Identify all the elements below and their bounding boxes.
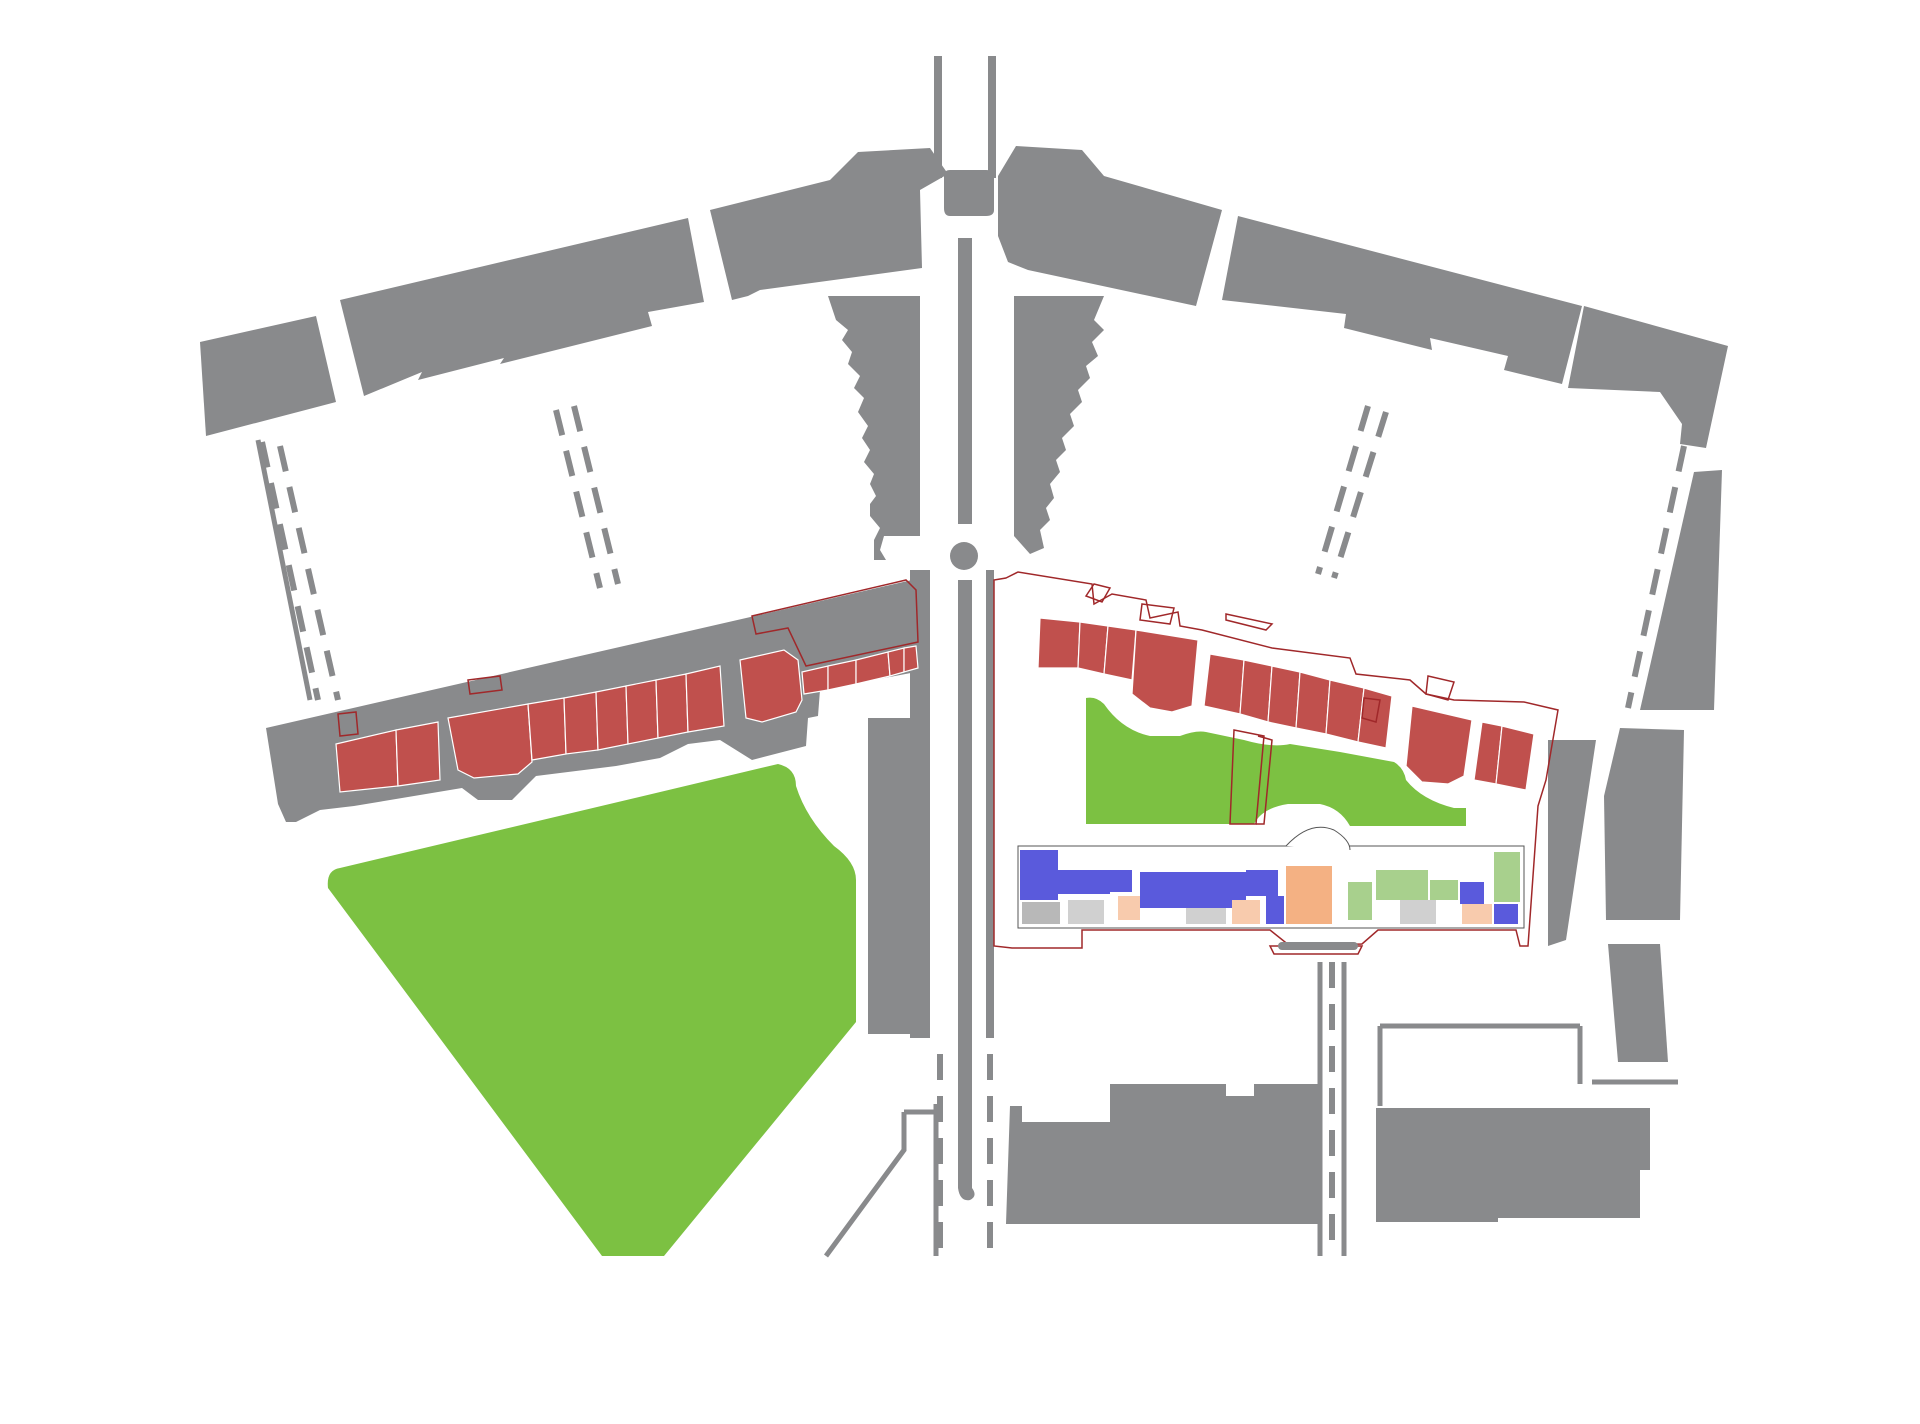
building-northwest-end	[200, 316, 336, 436]
median-node	[950, 542, 978, 570]
boulevard-east-lane	[986, 570, 994, 1038]
building-east-2	[1604, 728, 1684, 920]
east-courtyard-green	[1086, 697, 1466, 826]
building-east-4	[1548, 740, 1596, 946]
building-east-1	[1640, 470, 1722, 710]
side-road-southwest	[823, 1112, 907, 1258]
building-stepped-east	[1014, 296, 1104, 554]
building-east-3	[1608, 944, 1668, 1062]
building-west-long	[868, 810, 912, 1034]
building-stepped-west	[828, 296, 920, 560]
west-green-park	[327, 764, 856, 1256]
building-south-central	[1006, 1084, 1318, 1224]
central-boulevard	[823, 56, 996, 1258]
roundabout-island	[944, 170, 994, 216]
courtyard-path-2	[1256, 735, 1273, 825]
building-north-east-wing	[1222, 216, 1582, 384]
building-north-west-wing	[340, 218, 704, 396]
drop-off-bar	[1278, 942, 1358, 950]
boulevard-median	[958, 238, 972, 524]
north-building-ring	[200, 146, 1728, 1062]
east-site-boundary[interactable]	[993, 571, 1559, 949]
boulevard-median-south	[958, 580, 972, 1040]
median-end	[958, 1040, 975, 1201]
parking-markings	[255, 405, 1687, 1256]
boulevard-strip-west	[934, 56, 942, 178]
building-west-kiosk	[868, 718, 912, 810]
west-retail-units	[335, 579, 919, 793]
east-retail-units	[1037, 583, 1535, 791]
building-northeast-end	[1568, 306, 1728, 448]
building-north-centre-east	[998, 146, 1222, 306]
building-south-east	[1376, 1108, 1650, 1222]
east-floor-plan	[1017, 826, 1525, 929]
boulevard-strip-east	[988, 56, 996, 178]
building-north-centre-west	[710, 148, 948, 300]
boulevard-west-lane	[910, 570, 930, 1038]
